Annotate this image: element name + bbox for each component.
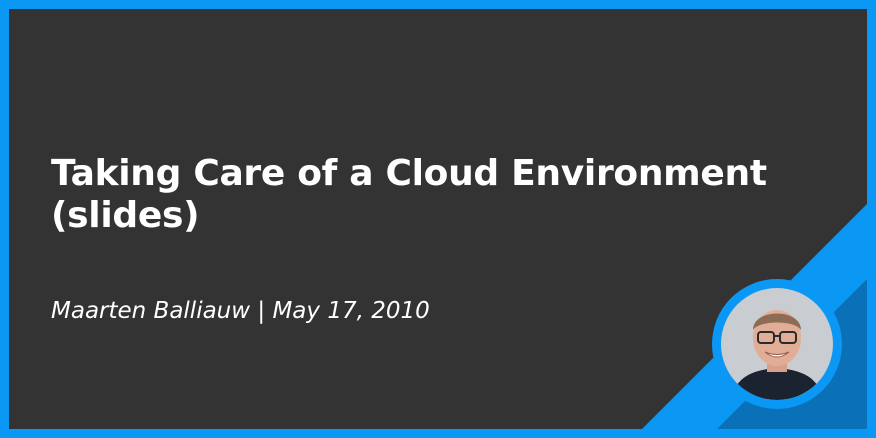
post-title: Taking Care of a Cloud Environment (slid… (51, 153, 767, 236)
author-photo-icon (721, 288, 833, 400)
avatar (712, 279, 842, 409)
post-date: May 17, 2010 (272, 298, 430, 324)
card-panel: Taking Care of a Cloud Environment (slid… (9, 9, 867, 429)
post-meta: Maarten Balliauw | May 17, 2010 (51, 296, 430, 326)
meta-separator: | (257, 298, 266, 324)
author-name: Maarten Balliauw (51, 298, 251, 324)
